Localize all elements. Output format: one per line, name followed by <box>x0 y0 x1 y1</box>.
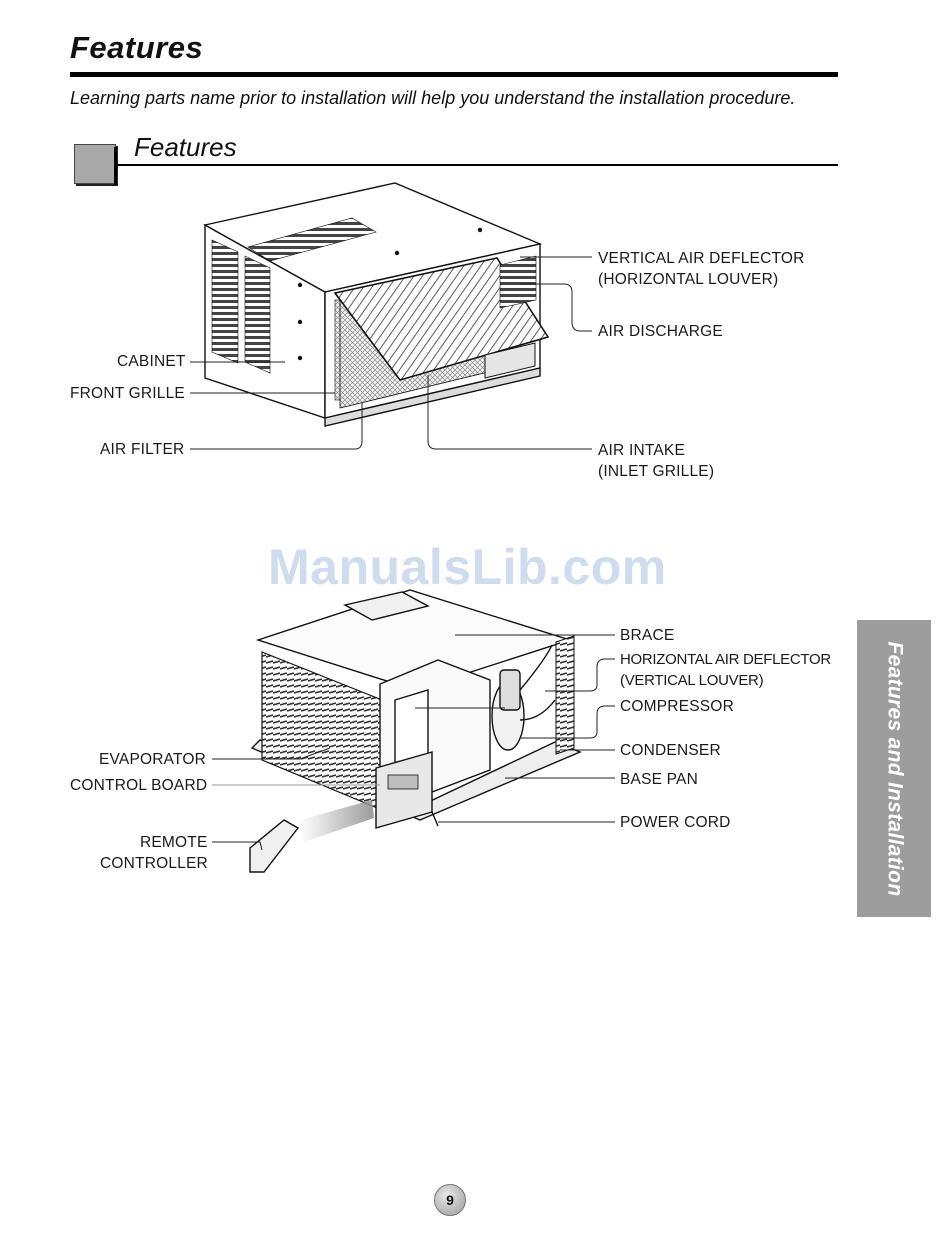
label-controller: CONTROLLER <box>100 853 208 874</box>
label-cabinet: CABINET <box>117 351 186 372</box>
label-air-filter: AIR FILTER <box>100 439 184 460</box>
air-conditioner-front-view <box>205 183 548 426</box>
side-tab-label: Features and Installation <box>882 641 906 896</box>
label-air-discharge: AIR DISCHARGE <box>598 321 723 342</box>
label-front-grille: FRONT GRILLE <box>70 383 185 404</box>
label-air-intake: AIR INTAKE <box>598 440 685 461</box>
label-evaporator: EVAPORATOR <box>99 749 206 770</box>
label-horizontal-louver: (HORIZONTAL LOUVER) <box>598 269 778 290</box>
label-condenser: CONDENSER <box>620 740 721 761</box>
label-horizontal-air-deflector: HORIZONTAL AIR DEFLECTOR <box>620 649 831 670</box>
watermark: ManualsLib.com <box>268 538 667 596</box>
label-compressor: COMPRESSOR <box>620 696 734 717</box>
side-tab-text-wrap: Features and Installation <box>857 620 931 917</box>
page-number: 9 <box>434 1184 466 1216</box>
label-vertical-louver: (VERTICAL LOUVER) <box>620 670 763 691</box>
label-power-cord: POWER CORD <box>620 812 731 833</box>
label-brace: BRACE <box>620 625 674 646</box>
label-remote: REMOTE <box>140 832 208 853</box>
label-inlet-grille: (INLET GRILLE) <box>598 461 714 482</box>
label-vertical-air-deflector: VERTICAL AIR DEFLECTOR <box>598 248 805 269</box>
air-conditioner-inner-view <box>250 590 580 872</box>
remote-signal-beam <box>300 800 374 842</box>
label-base-pan: BASE PAN <box>620 769 698 790</box>
label-control-board: CONTROL BOARD <box>70 775 207 796</box>
